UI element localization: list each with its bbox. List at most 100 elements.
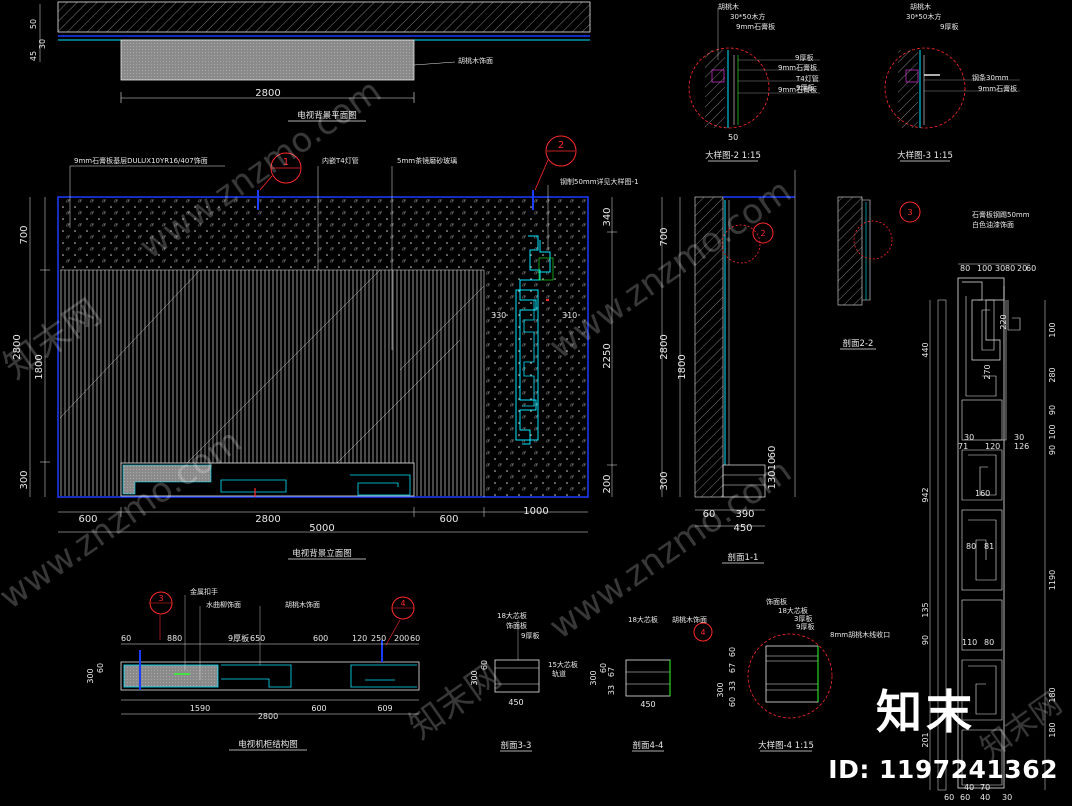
d1-side-90: 90 [921, 635, 930, 645]
s44-label-1: 胡桃木饰面 [672, 615, 707, 624]
tv-frame: 3 4 金属扣手 水曲柳饰面 胡桃木饰面 60 880 9厚板 650 600 … [86, 587, 420, 751]
section-2-2: 3 剖面2-2 [837, 196, 921, 350]
d1-in-120: 120 [985, 442, 1000, 451]
s44-dim: 450 [640, 700, 655, 709]
tvf-top-2: 9厚板 [228, 633, 249, 643]
note-molding: 钢制50mm详见大样图-1 [560, 177, 639, 186]
tvf-callout-4: 4 [400, 599, 405, 608]
sec22-callout: 3 [907, 208, 912, 217]
elev-dim-2800b: 2800 [255, 514, 280, 525]
d2-label-0: 胡桃木 [718, 2, 739, 11]
d2-label-6: 9厚板 [796, 83, 814, 92]
plan-dim-45: 45 [29, 51, 38, 61]
d4-side-3: 33 [728, 681, 737, 691]
detail4-title: 大样图-4 1:15 [758, 740, 814, 751]
d1-side-440: 440 [921, 342, 930, 357]
tvf-bot-3: 2800 [258, 712, 278, 721]
tvf-bot-0: 1590 [190, 704, 210, 713]
sec11-callout: 2 [760, 229, 765, 238]
d4-side-0: 300 [716, 682, 725, 697]
elev-dim-1000: 1000 [523, 506, 548, 517]
d4-label-4: 8mm胡桃木线收口 [830, 630, 890, 639]
s44-side-0: 300 [589, 670, 598, 685]
d1-note-0: 石膏板钢踢50mm [972, 210, 1030, 219]
tvf-top-6: 250 [371, 634, 386, 643]
d1-side-201: 201 [921, 732, 930, 747]
elev-dim-340: 340 [602, 207, 613, 226]
plan-dim-30: 30 [38, 39, 47, 49]
d1-top-0: 80 [960, 264, 970, 273]
d1-in-30a: 30 [964, 433, 974, 442]
tvf-top-8: 60 [410, 634, 420, 643]
d2-label-1: 30*50木方 [730, 12, 765, 21]
sec11-dim-1800: 1800 [677, 354, 688, 379]
d4-label-2: 3厚板 [794, 614, 812, 623]
image-id: ID: 1197241362 [828, 755, 1058, 784]
elev-dim-1800: 1800 [34, 354, 45, 379]
sec11-dim-300: 300 [659, 471, 670, 490]
s33-side-0: 300 [470, 670, 479, 685]
d1-in-71: 71 [958, 442, 968, 451]
section-3-3: 18大芯板 饰面板 9厚板 15大芯板 轨道 450 300 60 剖面3-3 [470, 611, 578, 752]
d1-top-1: 100 [977, 264, 992, 273]
detail-2: 胡桃木 30*50木方 9mm石膏板 9厚板 9mm石膏板 T4灯管 9厚板 9… [688, 2, 820, 162]
s33-label-3: 15大芯板 [548, 660, 578, 669]
d1-r-90b: 90 [1048, 445, 1057, 455]
d4-label-0: 饰面板 [766, 597, 787, 606]
d1-r-1190: 1190 [1048, 570, 1057, 590]
d2-label-5: T4灯管 [795, 74, 819, 83]
note-paint: 9mm石膏板基层DULUX10YR16/407饰面 [74, 156, 208, 165]
sec11-dim-60: 60 [767, 446, 778, 459]
d1-r-100b: 100 [1048, 424, 1057, 439]
section33-title: 剖面3-3 [501, 740, 532, 751]
elev-dim-2800: 2800 [12, 334, 23, 359]
section22-title: 剖面2-2 [843, 338, 874, 349]
plan-view: 2800 胡桃木饰面 50 45 30 电视背景平面图 [29, 1, 591, 122]
tvf-top-5: 120 [352, 634, 367, 643]
d2-label-4: 9mm石膏板 [778, 63, 817, 72]
d1-in-80b: 80 [984, 638, 994, 647]
s33-label-4: 轨道 [552, 669, 566, 678]
section-4-4: 4 18大芯板 胡桃木饰面 450 300 60 33 67 剖面4-4 [589, 615, 713, 752]
sec11-dim-10: 10 [767, 458, 778, 471]
tvf-top-1: 880 [167, 634, 182, 643]
elev-dim-200: 200 [602, 474, 613, 493]
elev-dim-700: 700 [19, 225, 30, 244]
detail-1: 石膏板钢踢50mm 白色油漆饰面 80 100 30 80 20 60 440 … [921, 210, 1057, 802]
tvf-left-300: 300 [86, 668, 95, 683]
s44-label-0: 18大芯板 [628, 615, 658, 624]
s33-label-1: 饰面板 [506, 621, 527, 630]
s33-label-2: 9厚板 [521, 631, 539, 640]
d4-label-3: 9厚板 [796, 622, 814, 631]
detail-3: 胡桃木 30*50木方 9厚板 钢条30mm 9mm石膏板 大样图-3 1:15 [884, 2, 1020, 162]
d3-label-4: 9mm石膏板 [978, 84, 1017, 93]
tvf-top-4: 600 [313, 634, 328, 643]
tvframe-title: 电视机柜结构图 [238, 739, 298, 750]
plan-title: 电视背景平面图 [297, 110, 357, 121]
callout-2-label: 2 [558, 140, 564, 151]
section11-title: 剖面1-1 [728, 552, 759, 563]
d4-side-2: 67 [728, 663, 737, 673]
inner-dim-310: 310 [562, 311, 577, 320]
sec11-dim-60b: 60 [703, 509, 716, 520]
d1-note-1: 白色油漆饰面 [972, 220, 1014, 229]
d1-top-2: 30 [995, 264, 1005, 273]
d1-in-30c: 30 [1002, 793, 1012, 802]
d2-label-2: 9mm石膏板 [736, 22, 775, 31]
tvf-bot-1: 600 [311, 704, 326, 713]
d1-in-160: 160 [975, 489, 990, 498]
tvf-note-2: 胡桃木饰面 [285, 600, 320, 609]
tvf-top-7: 200 [394, 634, 409, 643]
plan-dim-50: 50 [29, 19, 38, 29]
tvf-note-0: 金属扣手 [190, 587, 218, 596]
elev-dim-600a: 600 [78, 514, 97, 525]
d4-side-1: 60 [728, 647, 737, 657]
detail3-title: 大样图-3 1:15 [897, 150, 953, 161]
d3-label-0: 胡桃木 [910, 2, 931, 11]
elevation-view: 1 2 9mm石膏板基层DULUX10YR16/407饰面 内嵌T4灯管 5mm… [12, 135, 639, 560]
s44-side-1: 60 [599, 663, 608, 673]
tvf-top-3: 650 [250, 634, 265, 643]
elev-dim-300: 300 [19, 470, 30, 489]
d1-side-135: 135 [921, 602, 930, 617]
